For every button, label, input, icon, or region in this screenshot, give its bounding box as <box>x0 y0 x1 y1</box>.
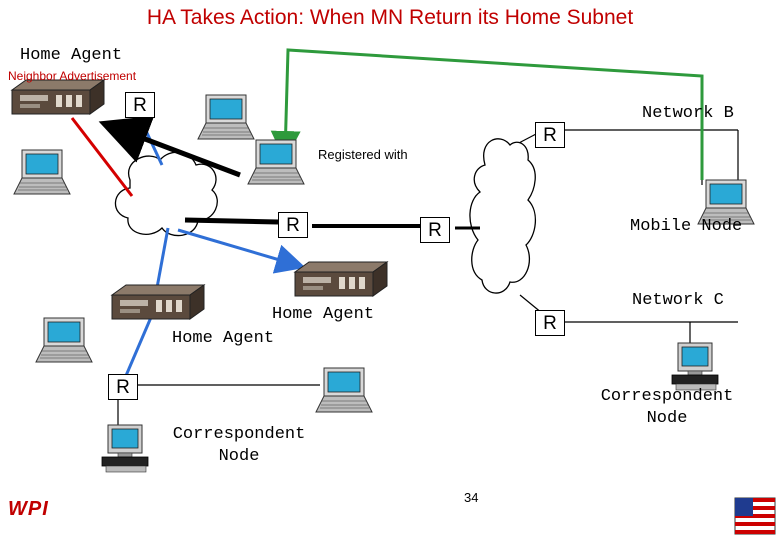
neighbor-advertisement-label: Neighbor Advertisement <box>8 69 137 83</box>
desktop-computer-icon <box>101 424 149 473</box>
router-r: R <box>108 374 138 400</box>
router-r: R <box>535 310 565 336</box>
slide-title: HA Takes Action: When MN Return its Home… <box>146 6 634 29</box>
router-r: R <box>420 217 450 243</box>
correspondent-node-left-line1: Correspondent <box>172 425 306 444</box>
laptop-icon <box>197 94 255 140</box>
correspondent-node-left-line2: Node <box>218 447 260 466</box>
server-icon <box>11 79 105 115</box>
network-c-segment <box>565 321 738 345</box>
backbone-link <box>184 217 279 225</box>
page-number: 34 <box>464 490 479 505</box>
correspondent-node-right-line2: Node <box>646 409 688 428</box>
desktop-computer-icon <box>671 342 719 391</box>
router-r: R <box>278 212 308 238</box>
correspondent-node-right-line1: Correspondent <box>600 387 734 406</box>
green-movement-path <box>270 48 704 180</box>
router-r: R <box>125 92 155 118</box>
laptop-icon <box>315 367 373 413</box>
server-icon <box>111 284 205 320</box>
home-agent-left-label: Home Agent <box>172 329 275 348</box>
registered-with-label: Registered with <box>318 147 408 162</box>
wpi-logo: WPI <box>8 498 49 520</box>
router-r: R <box>535 122 565 148</box>
registration-arrow <box>98 115 241 178</box>
laptop-icon <box>13 149 71 195</box>
flag-icon <box>734 497 776 535</box>
laptop-icon <box>35 317 93 363</box>
laptop-icon <box>247 139 305 185</box>
mobile-node-label: Mobile Node <box>630 217 743 236</box>
home-agent-top-label: Home Agent <box>20 46 123 65</box>
network-b-label: Network B <box>642 104 734 123</box>
home-agent-mid-label: Home Agent <box>272 305 375 324</box>
cloud-network-icon <box>469 138 536 294</box>
server-icon <box>294 261 388 297</box>
network-c-label: Network C <box>632 291 724 310</box>
